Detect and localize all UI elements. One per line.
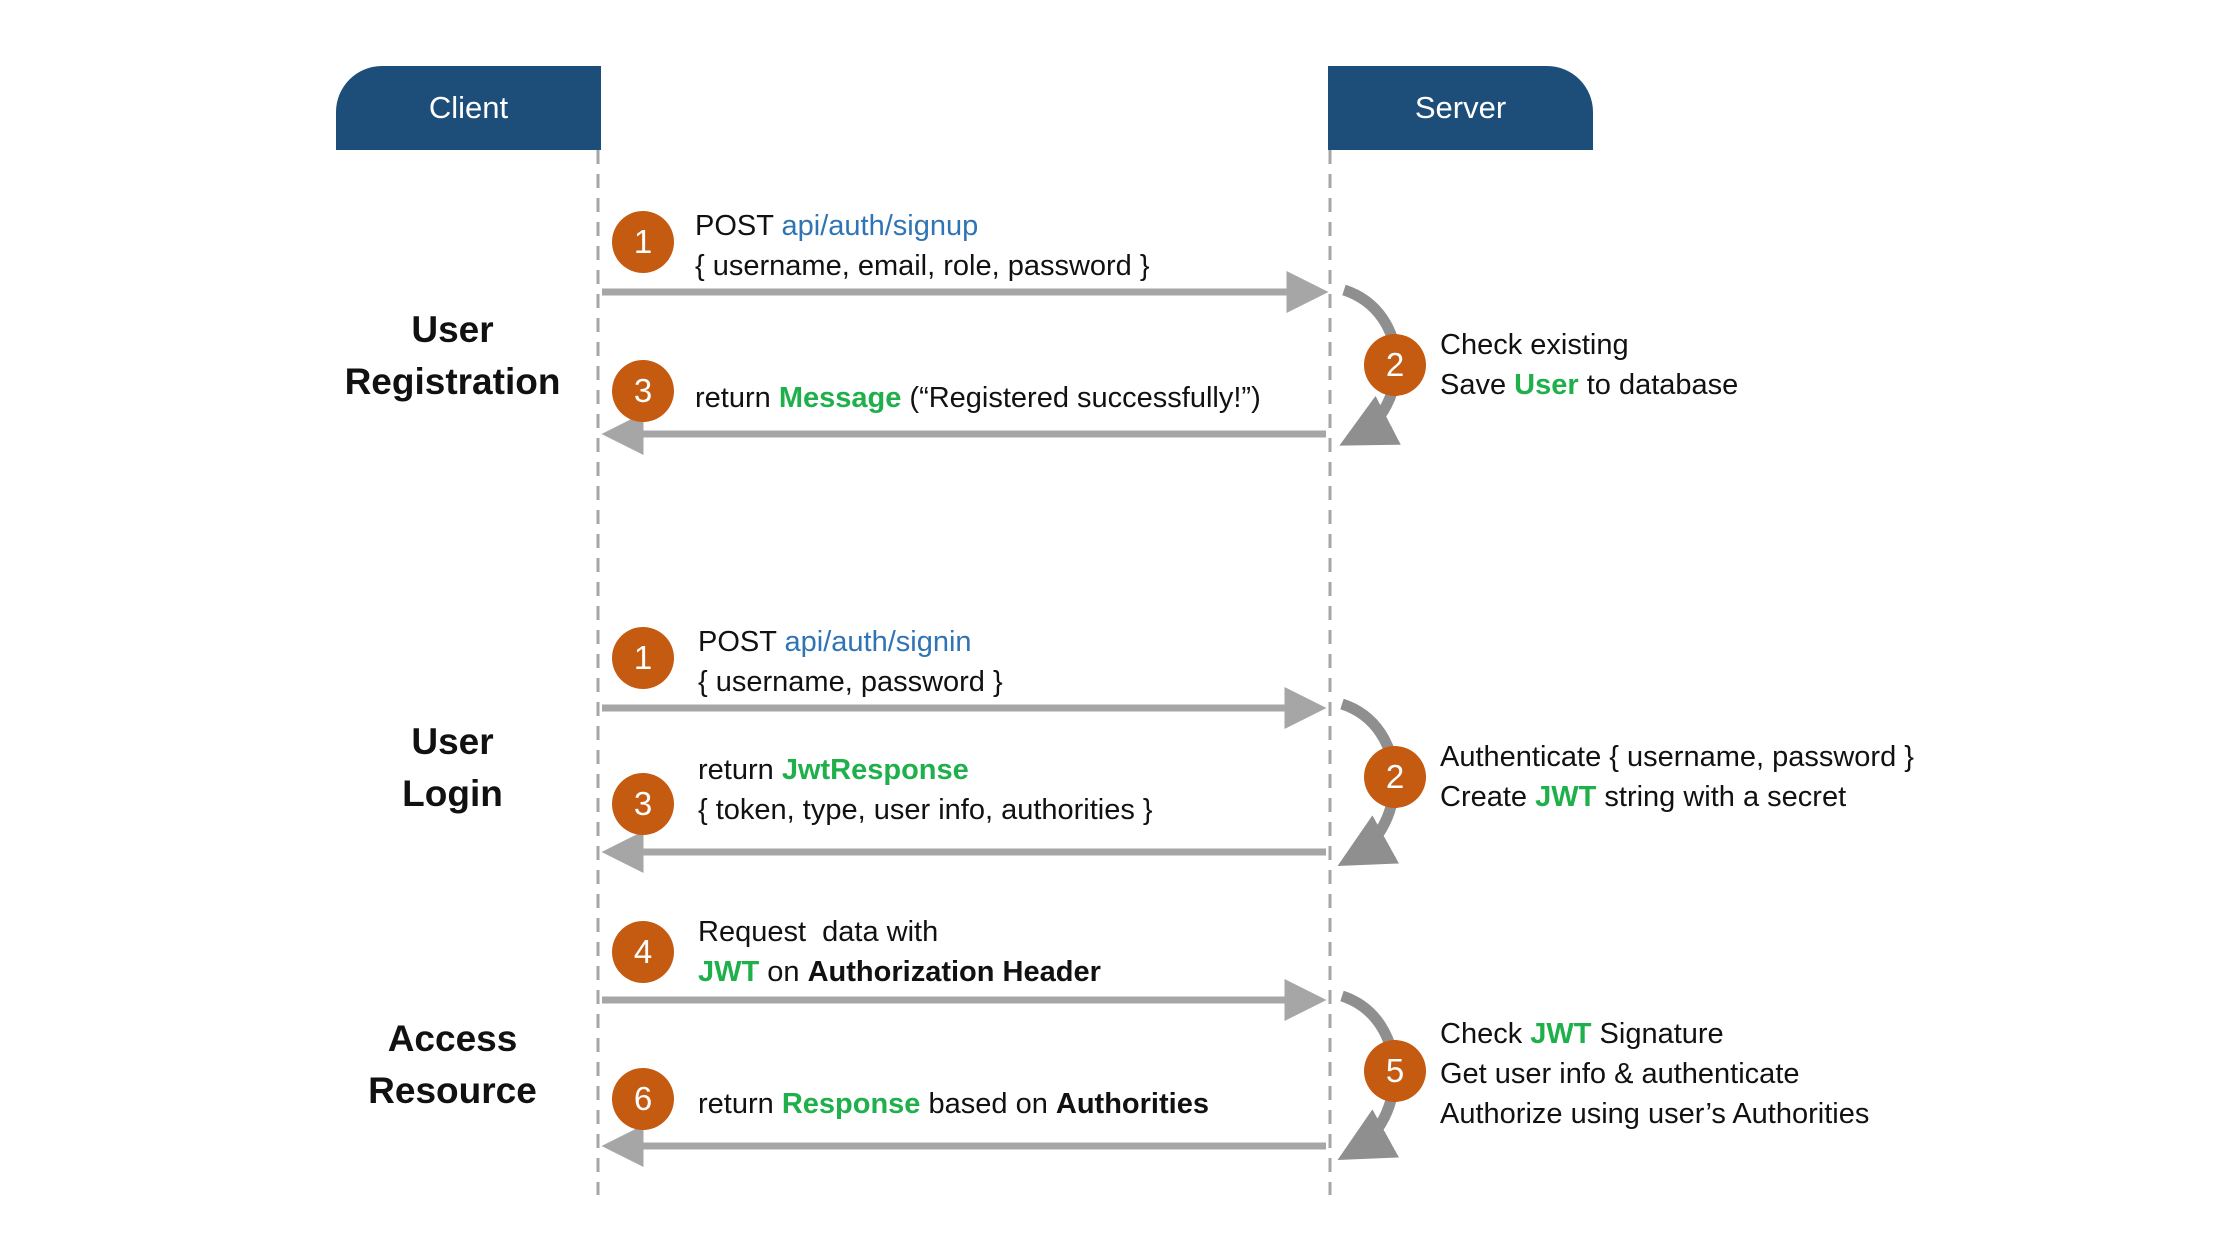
section-label-line2: Login <box>402 773 503 814</box>
text-to-database: to database <box>1586 369 1739 401</box>
section-label-line1: User <box>411 309 494 350</box>
section-user-login: User Login <box>330 716 575 820</box>
request-body: { username, password } <box>698 666 1003 698</box>
text-authorize: Authorize using user’s Authorities <box>1440 1098 1870 1130</box>
text-return: return <box>698 754 774 786</box>
step-badge-6: 6 <box>612 1068 674 1130</box>
response-body: { token, type, user info, authorities } <box>698 794 1153 826</box>
client-header-label: Client <box>428 90 509 125</box>
text-check: Check <box>1440 1018 1523 1050</box>
endpoint-path: api/auth/signup <box>781 210 979 242</box>
section-access-resource: Access Resource <box>330 1013 575 1117</box>
highlight-jwt: JWT <box>1530 1018 1592 1050</box>
text-check-existing: Check existing <box>1440 329 1629 361</box>
highlight-jwtresponse: JwtResponse <box>781 754 969 786</box>
text-authorization-header: Authorization Header <box>807 956 1101 988</box>
text-return: return <box>698 1088 774 1120</box>
login-server-text: Authenticate { username, password } Crea… <box>1440 737 1914 817</box>
http-method: POST <box>695 210 774 242</box>
jwt-response-text: return JwtResponse { token, type, user i… <box>698 750 1153 830</box>
text-authenticate: Authenticate { username, password } <box>1440 741 1914 773</box>
http-method: POST <box>698 626 777 658</box>
highlight-response: Response <box>781 1088 921 1120</box>
resource-request-text: Request data with JWT on Authorization H… <box>698 912 1101 992</box>
access-server-text: Check JWT Signature Get user info & auth… <box>1440 1014 1869 1134</box>
text-save: Save <box>1440 369 1507 401</box>
step-badge-2: 2 <box>1364 334 1426 396</box>
step-badge-1: 1 <box>612 627 674 689</box>
step-badge-1: 1 <box>612 211 674 273</box>
text-signature: Signature <box>1599 1018 1724 1050</box>
section-label-line1: Access <box>387 1018 518 1059</box>
highlight-message: Message <box>778 382 902 414</box>
server-header-label: Server <box>1414 90 1507 125</box>
signin-request-text: POST api/auth/signin { username, passwor… <box>698 622 1003 702</box>
text-registered: (“Registered successfully!”) <box>909 382 1261 414</box>
highlight-jwt: JWT <box>1535 781 1597 813</box>
step-badge-2: 2 <box>1364 746 1426 808</box>
section-user-registration: User Registration <box>330 304 575 408</box>
text-string-secret: string with a secret <box>1604 781 1847 813</box>
section-label-line2: Registration <box>344 361 561 402</box>
text-get-user-info: Get user info & authenticate <box>1440 1058 1800 1090</box>
endpoint-path: api/auth/signin <box>784 626 972 658</box>
signup-request-text: POST api/auth/signup { username, email, … <box>695 206 1150 286</box>
request-body: { username, email, role, password } <box>695 250 1150 282</box>
step-badge-5: 5 <box>1364 1040 1426 1102</box>
server-header: Server <box>1328 66 1593 150</box>
step-badge-3: 3 <box>612 773 674 835</box>
register-response-text: return Message (“Registered successfully… <box>695 378 1261 418</box>
section-label-line1: User <box>411 721 494 762</box>
client-header: Client <box>336 66 601 150</box>
text-return: return <box>695 382 771 414</box>
register-server-text: Check existing Save User to database <box>1440 325 1738 405</box>
step-badge-3: 3 <box>612 360 674 422</box>
highlight-jwt: JWT <box>698 956 760 988</box>
text-authorities: Authorities <box>1055 1088 1209 1120</box>
text-based-on: based on <box>928 1088 1048 1120</box>
resource-response-text: return Response based on Authorities <box>698 1084 1209 1124</box>
text-create: Create <box>1440 781 1528 813</box>
highlight-user: User <box>1514 369 1579 401</box>
step-badge-4: 4 <box>612 921 674 983</box>
text-on: on <box>767 956 800 988</box>
text-request-data: Request data with <box>698 916 939 948</box>
section-label-line2: Resource <box>368 1070 537 1111</box>
